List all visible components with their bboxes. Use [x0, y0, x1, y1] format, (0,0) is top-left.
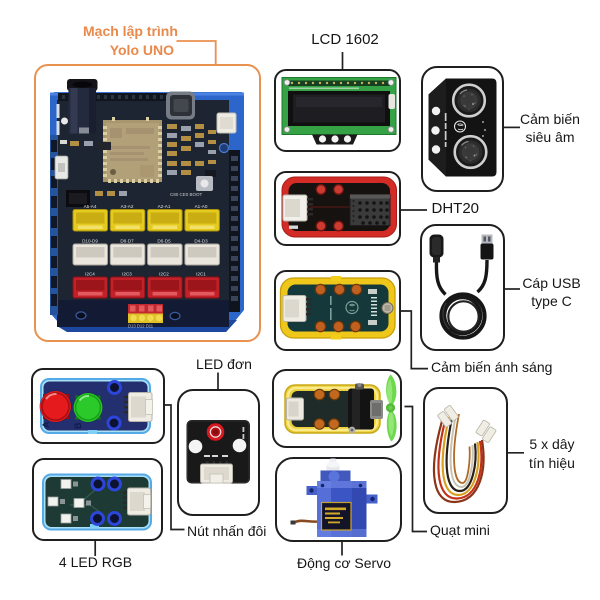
svg-text:I2C3: I2C3 — [122, 272, 132, 277]
svg-text:D6-D5: D6-D5 — [157, 239, 171, 244]
svg-text:A5-A4: A5-A4 — [84, 204, 97, 209]
svg-text:D8-D7: D8-D7 — [120, 239, 134, 244]
svg-text:A: A — [41, 421, 51, 428]
svg-text:D10-D9: D10-D9 — [82, 239, 98, 244]
svg-text:A3-A2: A3-A2 — [121, 204, 134, 209]
svg-text:D13 D12 D11: D13 D12 D11 — [128, 324, 154, 329]
svg-text:A1-A0: A1-A0 — [195, 204, 208, 209]
svg-text:D4-D3: D4-D3 — [194, 239, 208, 244]
svg-text:I2C4: I2C4 — [85, 272, 95, 277]
svg-text:A2-A1: A2-A1 — [158, 204, 171, 209]
svg-text:B: B — [73, 422, 83, 429]
svg-text:I2C2: I2C2 — [159, 272, 169, 277]
svg-text:I2C1: I2C1 — [196, 272, 206, 277]
svg-text:C80 CE0 BOOT: C80 CE0 BOOT — [170, 192, 203, 197]
